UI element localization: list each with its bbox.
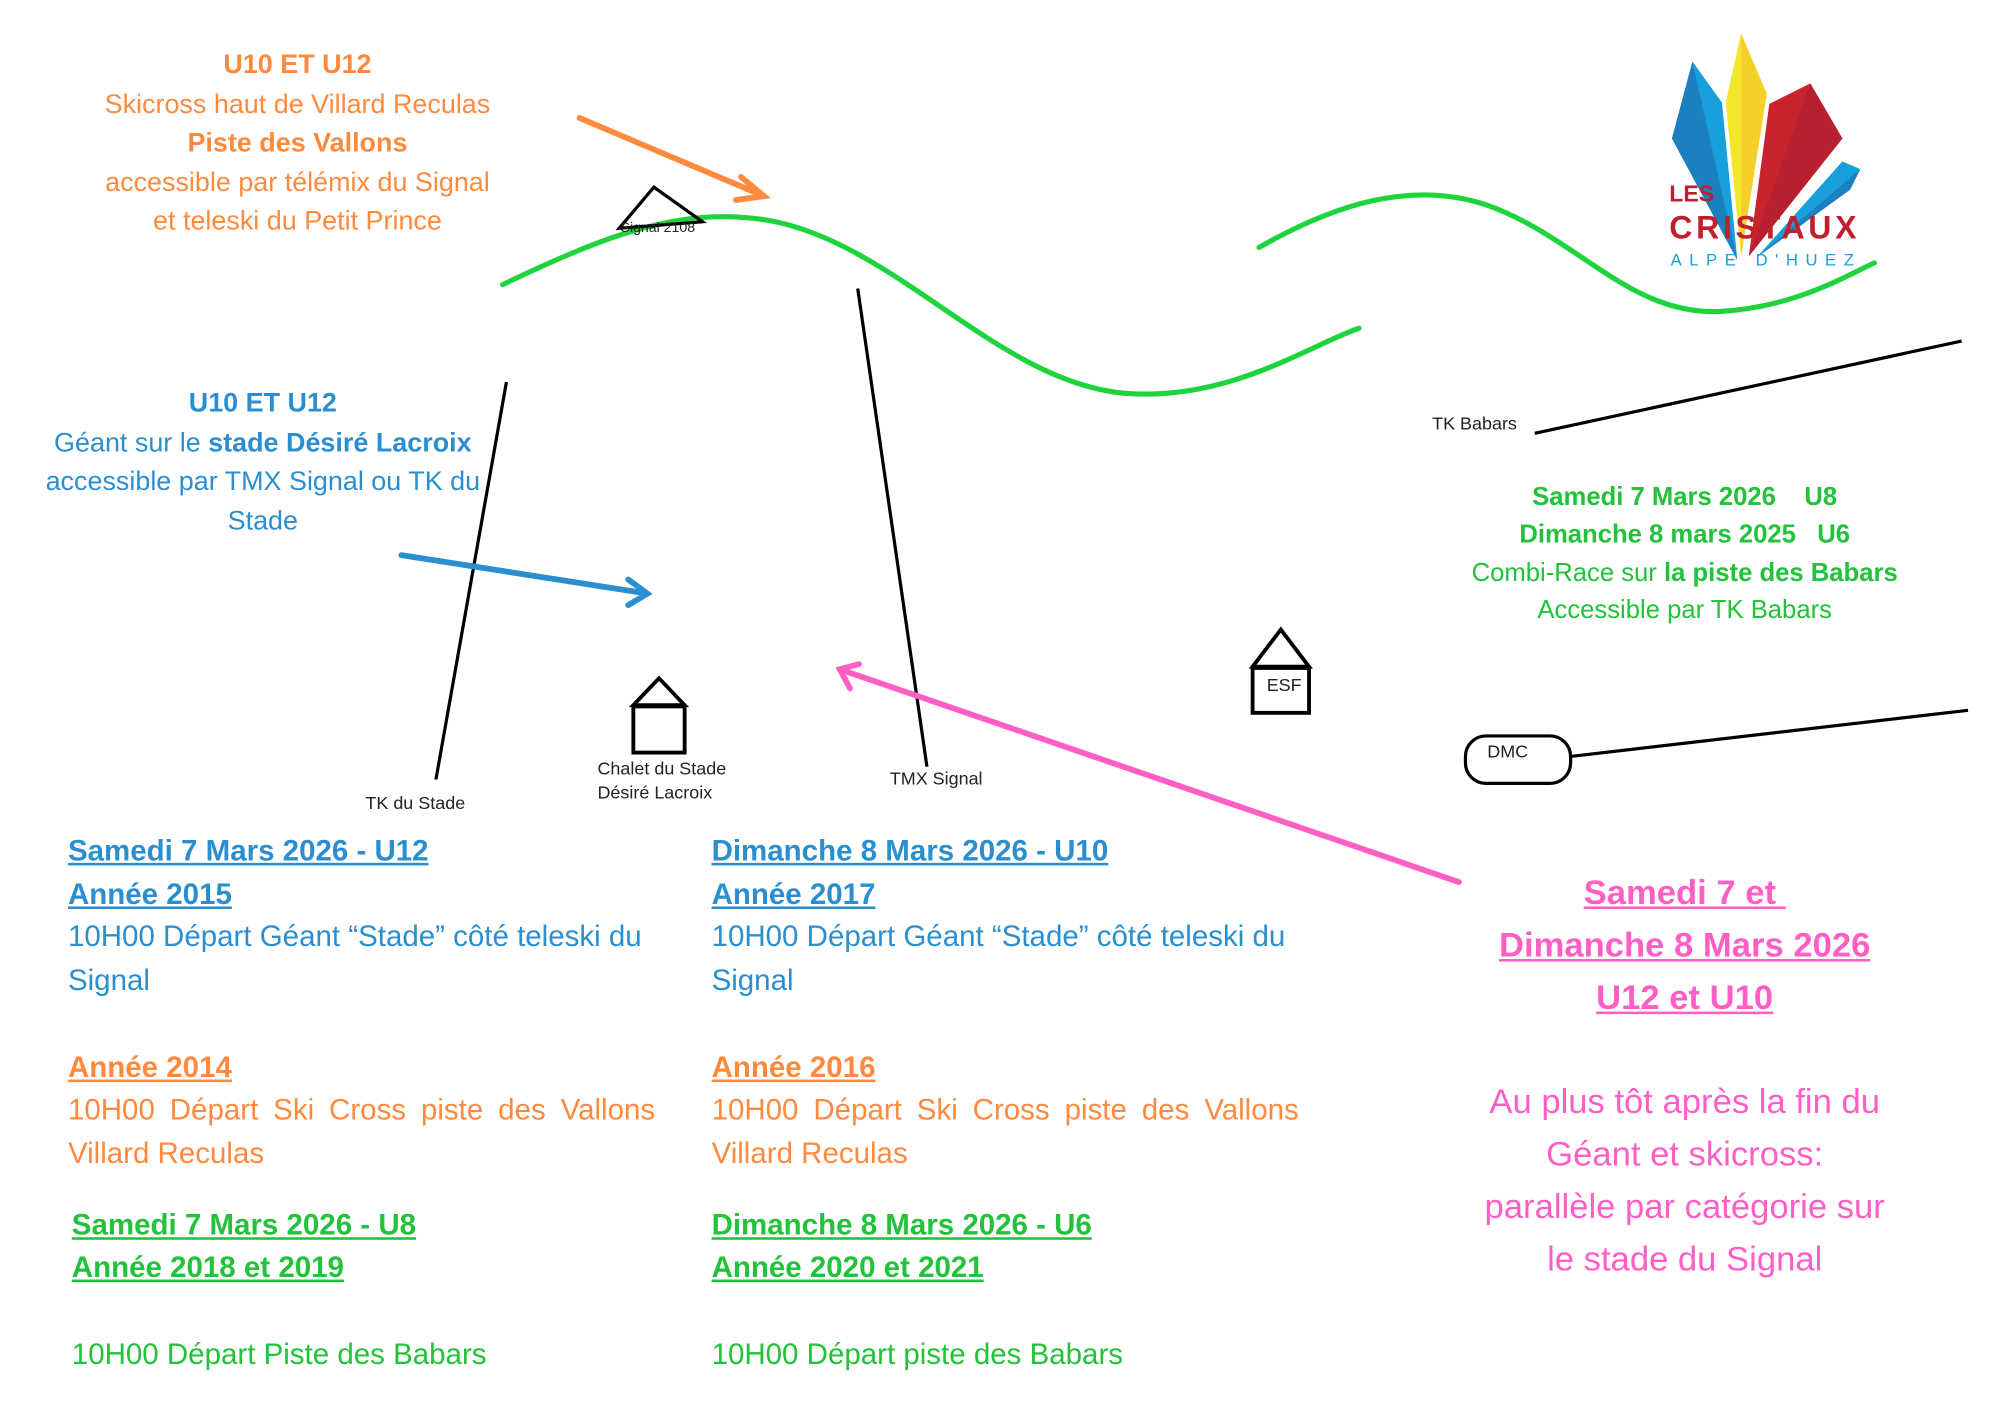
dmc-box [1463,734,1573,785]
pink-line: Au plus tôt après la fin du [1489,1082,1880,1122]
schedule-babars: 10H00 Départ piste des Babars [711,1336,1124,1371]
green-line: Dimanche 8 mars 2025 U6 [1519,520,1851,550]
schedule-heading: Samedi 7 Mars 2026 - U8 [71,1207,417,1241]
blue-line: Stade [227,505,299,536]
blue-arrow [398,552,653,609]
logo-les: LES [1669,180,1714,206]
pink-arrow [835,661,1462,885]
lift-tk-babars [1534,339,1962,435]
signal-2108-label: Signal 2108 [620,220,696,236]
les-cristaux-logo [1671,33,1861,261]
schedule-right: Dimanche 8 Mars 2026 - U10 Année 2017 10… [712,830,1299,1377]
summit-triangle-icon [615,185,708,231]
schedule-year: Année 2017 [711,876,876,910]
pink-info-block: Samedi 7 et Dimanche 8 Mars 2026 U12 et … [1403,867,1967,1286]
schedule-year: Année 2018 et 2019 [71,1250,344,1284]
schedule-geant: 10H00 Départ Géant “Stade” côté teleski … [67,919,642,997]
schedule-year: Année 2016 [711,1049,876,1083]
chalet-label-2: Désiré Lacroix [597,782,713,803]
blue-line-prefix: Géant sur le [54,427,209,458]
pink-heading: Dimanche 8 Mars 2026 [1498,925,1871,964]
esf-label: ESF [1266,674,1302,695]
schedule-skicross: 10H00 Départ Ski Cross piste des Vallons… [711,1092,1299,1170]
green-info-block: Samedi 7 Mars 2026 U8 Dimanche 8 mars 20… [1428,480,1941,630]
tmx-signal-label: TMX Signal [889,767,983,789]
esf-house-icon [1248,626,1313,715]
pink-line: Géant et skicross: [1546,1134,1824,1174]
pink-line: le stade du Signal [1547,1239,1823,1278]
schedule-year: Année 2020 et 2021 [711,1250,984,1284]
orange-info-block: U10 ET U12 Skicross haut de Villard Recu… [41,46,554,242]
lift-tmx-signal [856,288,929,767]
blue-info-block: U10 ET U12 Géant sur le stade Désiré Lac… [6,385,519,541]
schedule-babars: 10H00 Départ Piste des Babars [71,1336,487,1371]
schedule-year: Année 2014 [67,1049,232,1083]
blue-stade: stade Désiré Lacroix [208,427,472,458]
schedule-skicross: 10H00 Départ Ski Cross piste des Vallons… [67,1092,656,1170]
orange-line: et teleski du Petit Prince [153,206,442,236]
green-line-prefix: Combi-Race sur [1471,558,1664,587]
schedule-heading: Samedi 7 Mars 2026 - U12 [67,833,429,867]
green-piste: la piste des Babars [1663,558,1898,587]
schedule-heading: Dimanche 8 Mars 2026 - U10 [711,833,1109,867]
pink-heading: U12 et U10 [1596,977,1774,1017]
pink-heading: Samedi 7 et [1583,873,1786,912]
orange-arrow [576,115,772,203]
orange-piste: Piste des Vallons [187,128,408,158]
orange-title: U10 ET U12 [223,50,372,80]
schedule-geant: 10H00 Départ Géant “Stade” côté teleski … [711,919,1286,997]
schedule-left: Samedi 7 Mars 2026 - U12 Année 2015 10H0… [68,830,655,1377]
dmc-label: DMC [1487,741,1529,762]
schedule-heading: Dimanche 8 Mars 2026 - U6 [711,1207,1092,1241]
green-piste-babars [1256,192,1877,315]
green-piste-vallons [500,214,1362,397]
logo-cristaux: CRISTAUX [1669,209,1857,245]
lift-tk-du-stade [434,381,509,780]
blue-line: accessible par TMX Signal ou TK du [45,466,481,497]
pink-line: parallèle par catégorie sur [1484,1187,1885,1226]
blue-title: U10 ET U12 [188,388,337,418]
chalet-label-1: Chalet du Stade [597,757,727,779]
chalet-house-icon [628,675,690,755]
schedule-year: Année 2015 [67,876,232,910]
green-line: Accessible par TK Babars [1537,596,1832,625]
logo-alpe: ALPE D'HUEZ [1671,250,1854,269]
tk-du-stade-label: TK du Stade [365,792,466,813]
green-line: Samedi 7 Mars 2026 U8 [1532,483,1838,512]
tk-babars-label: TK Babars [1432,412,1517,434]
orange-line: Skicross haut de Villard Reculas [104,89,491,119]
lift-dmc [1570,708,1969,759]
orange-line: accessible par télémix du Signal [105,167,490,197]
